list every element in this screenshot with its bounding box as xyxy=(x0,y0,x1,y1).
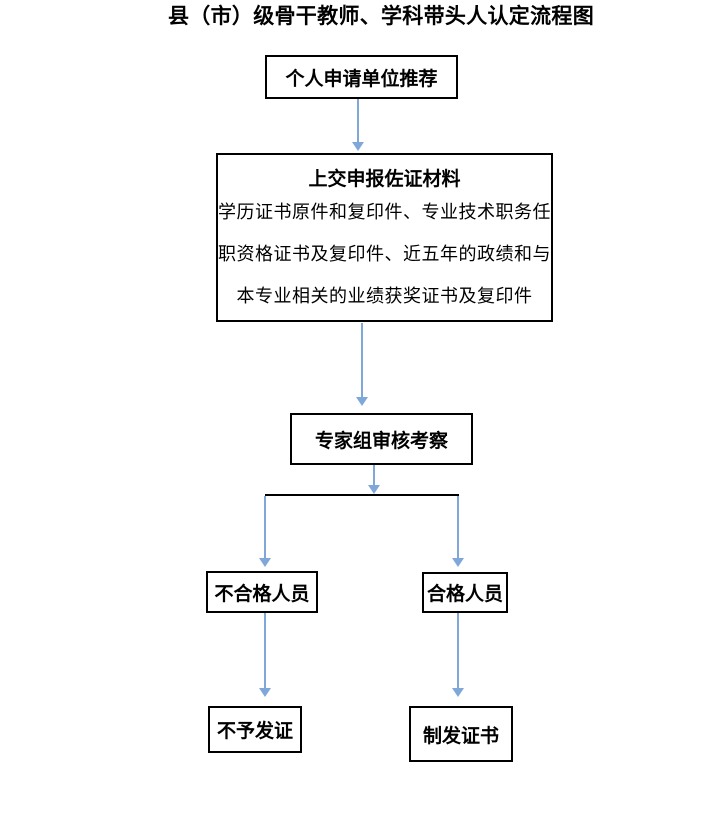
node-no-certificate: 不予发证 xyxy=(208,706,302,753)
arrowhead-branch-to-qualified-icon xyxy=(452,558,464,567)
arrow-review-to-branch xyxy=(373,465,375,486)
node-materials-line-3: 本专业相关的业绩获奖证书及复印件 xyxy=(236,286,533,307)
arrow-branch-to-unqualified xyxy=(264,496,266,559)
node-qualified: 合格人员 xyxy=(422,572,508,613)
node-materials: 上交申报佐证材料 学历证书原件和复印件、专业技术职务任 职资格证书及复印件、近五… xyxy=(216,153,553,322)
arrowhead-apply-to-materials-icon xyxy=(352,142,364,151)
node-review: 专家组审核考察 xyxy=(290,413,473,465)
node-apply-label: 个人申请单位推荐 xyxy=(285,67,438,90)
page-title: 县（市）级骨干教师、学科带头人认定流程图 xyxy=(168,3,594,28)
node-materials-heading: 上交申报佐证材料 xyxy=(308,168,461,190)
node-qualified-label: 合格人员 xyxy=(426,583,503,605)
arrow-qualified-to-issue-certificate xyxy=(457,613,459,689)
node-unqualified-label: 不合格人员 xyxy=(214,582,310,605)
arrowhead-materials-to-review-icon xyxy=(356,397,368,406)
node-materials-line-1: 学历证书原件和复印件、专业技术职务任 xyxy=(218,202,551,223)
arrowhead-unqualified-to-no-certificate-icon xyxy=(259,688,271,697)
arrow-unqualified-to-no-certificate xyxy=(264,613,266,689)
node-review-label: 专家组审核考察 xyxy=(314,429,448,452)
arrow-materials-to-review xyxy=(361,323,363,398)
arrowhead-qualified-to-issue-certificate-icon xyxy=(452,688,464,697)
node-apply: 个人申请单位推荐 xyxy=(265,55,458,99)
arrowhead-branch-to-unqualified-icon xyxy=(259,558,271,567)
node-no-certificate-label: 不予发证 xyxy=(216,720,293,742)
node-issue-certificate: 制发证书 xyxy=(409,706,513,762)
node-unqualified: 不合格人员 xyxy=(206,571,318,613)
node-issue-certificate-label: 制发证书 xyxy=(422,724,499,747)
node-materials-line-2: 职资格证书及复印件、近五年的政绩和与 xyxy=(218,244,551,265)
arrow-branch-to-qualified xyxy=(457,496,459,559)
branch-connector-line xyxy=(265,494,459,496)
arrowhead-review-to-branch-icon xyxy=(368,485,380,494)
arrow-apply-to-materials xyxy=(357,99,359,143)
